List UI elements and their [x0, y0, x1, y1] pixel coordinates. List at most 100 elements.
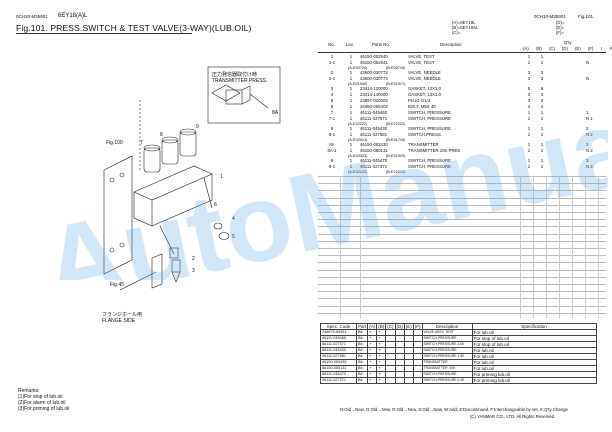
parts-cell-r: N 2 — [586, 148, 593, 153]
legend-a: (A)=6EY18L — [452, 20, 476, 25]
spec-cell-part: B6 — [355, 377, 369, 384]
parts-cell-a: 4 — [527, 104, 531, 109]
legend-b: (B)=6EY18AL — [452, 25, 479, 30]
parts-cell-desc: SWITCH, PRESSURE — [408, 158, 451, 163]
parts-cell-no: 8A-1 — [327, 148, 337, 153]
parts-cell-pn: 43600-030772 — [360, 70, 388, 75]
header: 0CH10-M35901 6EY18(A)L 0CH10-M35901 Fig.… — [0, 0, 612, 40]
parts-cell-pn: 46111-027371 — [360, 164, 388, 169]
parts-cell-pn: 46150-052940 — [360, 54, 388, 59]
spec-cell-desc: SWITCH,PRESSURE 0.2K — [421, 377, 473, 384]
parts-cell-lev: 1 — [349, 60, 353, 65]
legend-d: (D)= — [556, 20, 565, 25]
parts-cell-lev: 1 — [349, 110, 353, 115]
exploded-diagram: 圧力発信器取付け時 TRANSMITTER PRESS. 8A Fig.100 … — [102, 66, 281, 324]
serial-note: (B-E22222) — [386, 121, 406, 126]
col-f: (F) — [588, 46, 594, 51]
parts-cell-desc: VALVE, NEEDLE — [408, 76, 441, 81]
legend-e: (E)= — [556, 25, 565, 30]
pressure-switch-8 — [161, 139, 179, 165]
parts-cell-no: 3 — [330, 86, 334, 91]
parts-cell-b: 3 — [540, 70, 544, 75]
parts-cell-pn: 46150-063430 — [360, 142, 388, 147]
serial-note: (B-E22222) — [386, 169, 406, 174]
label-7: 7 — [140, 140, 143, 146]
label-3: 3 — [192, 268, 195, 274]
parts-cell-desc: PLUG G1/4 — [408, 98, 431, 103]
legend-c: (C)= — [452, 30, 461, 35]
remark-2: (2)For alarm of lub.oil — [18, 400, 66, 406]
parts-cell-b: 6 — [540, 86, 544, 91]
parts-cell-lev: 1 — [349, 164, 353, 169]
col-r: R — [610, 46, 612, 51]
serial-note: (A-E03323) — [348, 153, 368, 158]
spec-col-f: (F) — [412, 323, 423, 330]
parts-cell-desc: GASKET, 12X1.0 — [408, 86, 441, 91]
figure-reference-1: Fig.100 — [106, 140, 123, 146]
parts-cell-no: 7 — [330, 110, 334, 115]
remark-1: (1)For stop of lub.oil — [18, 394, 63, 400]
parts-cell-b: 3 — [540, 76, 544, 81]
parts-cell-lev: 1 — [349, 132, 353, 137]
parts-cell-desc: BOLT, M5X 40 — [408, 104, 436, 109]
serial-note: (A-E22222) — [348, 169, 368, 174]
label-8: 8 — [160, 132, 163, 138]
parts-cell-b: 4 — [540, 104, 544, 109]
parts-cell-a: 1 — [527, 110, 531, 115]
parts-cell-no: 1-1 — [328, 60, 336, 65]
callout-english-label: TRANSMITTER PRESS. — [212, 78, 267, 84]
parts-cell-b: 1 — [540, 148, 544, 153]
callout-japanese-label: 圧力発信器取付け時 — [212, 71, 257, 78]
parts-cell-a: 1 — [527, 126, 531, 131]
parts-table-header-line — [318, 52, 606, 53]
parts-cell-pn: 23414-120000 — [360, 86, 388, 91]
parts-cell-pn: 46111-045470 — [360, 158, 388, 163]
parts-cell-no: 9-1 — [328, 164, 336, 169]
parts-cell-desc: VALVE, TEST — [408, 60, 435, 65]
parts-cell-r: 2 — [586, 142, 589, 147]
serial-note: (B-E01716) — [386, 137, 406, 142]
col-e: (E) — [575, 46, 581, 51]
parts-cell-no: 4 — [330, 92, 334, 97]
transmitter-callout-box — [207, 66, 281, 124]
parts-cell-no: 8-1 — [328, 132, 336, 137]
parts-cell-b: 1 — [540, 126, 544, 131]
serial-note: (B-E01929) — [386, 153, 406, 158]
spec-col-e: (E) — [403, 323, 414, 330]
parts-cell-b: 1 — [540, 158, 544, 163]
parts-cell-pn: 46111-045460 — [360, 110, 388, 115]
label-5: 5 — [232, 234, 235, 240]
figure-title: Fig.101. PRESS.SWITCH & TEST VALVE(3-WAY… — [16, 23, 252, 33]
title-underline — [16, 33, 192, 34]
parts-cell-b: 1 — [540, 164, 544, 169]
spec-cell-d — [394, 377, 405, 384]
col-i: I — [601, 46, 603, 51]
parts-cell-desc: SWITCH, PRESSURE — [408, 110, 451, 115]
parts-cell-lev: 1 — [349, 98, 353, 103]
footer-legend: N:Old→New, O:Old→New, R:Old→New, S:Old→N… — [340, 407, 568, 412]
parts-cell-r: 2 — [586, 126, 589, 131]
col-lev: Lev. — [346, 42, 354, 47]
label-2: 2 — [192, 256, 195, 262]
spec-cell-code: 46111-027371 — [320, 377, 357, 384]
parts-cell-b: 1 — [540, 60, 544, 65]
parts-cell-pn: 46150-052941 — [360, 60, 388, 65]
col-c: (C) — [549, 46, 555, 51]
parts-cell-lev: 1 — [349, 148, 353, 153]
parts-cell-a: 1 — [527, 54, 531, 59]
parts-cell-no: 8 — [330, 126, 334, 131]
parts-cell-no: 6 — [330, 104, 334, 109]
